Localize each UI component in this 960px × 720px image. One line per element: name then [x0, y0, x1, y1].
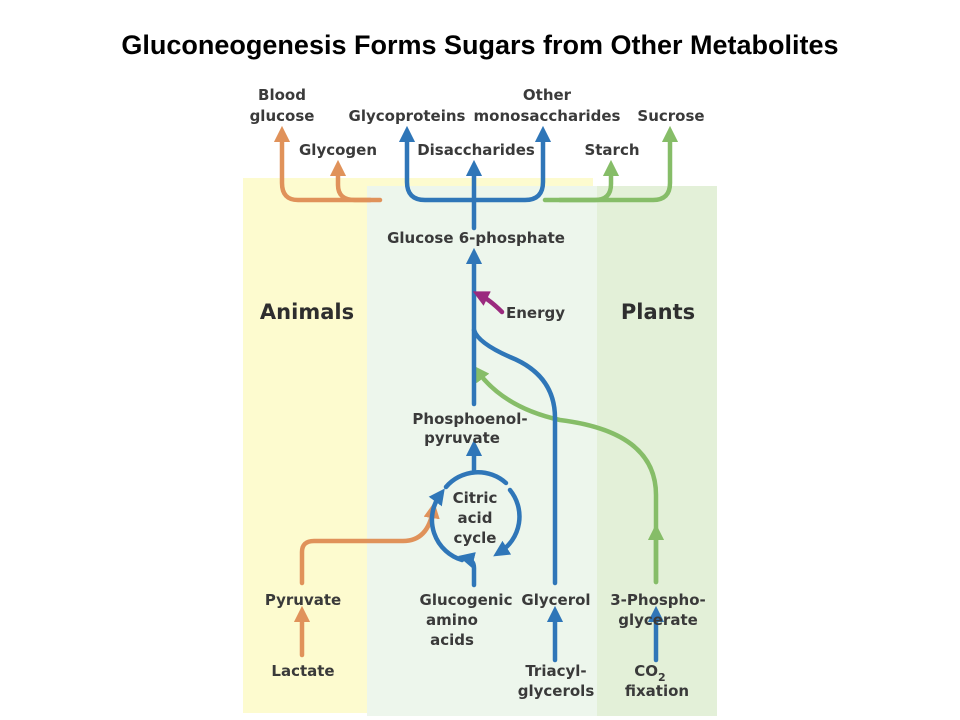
blood-glucose-label-line2: glucose — [250, 107, 315, 125]
other-monosaccharides-label-line1: Other — [523, 86, 572, 104]
co2-label-co: CO — [634, 662, 658, 680]
citric-cycle-label-line1: Citric — [453, 489, 498, 507]
arrow-to-sucrose — [542, 125, 679, 203]
energy-arrow — [472, 291, 505, 315]
glucose-6-phosphate-label: Glucose 6-phosphate — [387, 229, 565, 247]
lactate-label: Lactate — [271, 662, 334, 680]
disaccharides-label: Disaccharides — [417, 141, 535, 159]
three-phosphoglycerate-label-line2: glycerate — [618, 611, 698, 629]
arrow-to-other-monosaccharides — [471, 125, 552, 203]
triacylglycerols-label-line1: Triacyl- — [525, 662, 586, 680]
co2-label: CO2 — [634, 662, 665, 684]
animals-label: Animals — [260, 300, 354, 324]
page-title: Gluconeogenesis Forms Sugars from Other … — [121, 30, 839, 60]
co2-label-subscript: 2 — [658, 671, 666, 684]
arrow-to-starch — [557, 159, 620, 203]
citric-cycle-label-line3: cycle — [454, 529, 497, 547]
glucogenic-amino-acids-label-line3: acids — [430, 631, 474, 649]
three-phosphoglycerate-label-line1: 3-Phospho- — [610, 591, 706, 609]
arrow-pyruvate-to-citric-cycle — [299, 502, 440, 586]
arrow-3pg-to-glucose — [473, 365, 659, 585]
pep-label-line2: pyruvate — [424, 429, 500, 447]
citric-cycle-label-line2: acid — [458, 509, 493, 527]
fixation-label: fixation — [625, 682, 689, 700]
citric-cycle-loop-top — [443, 470, 509, 490]
glycogen-label: Glycogen — [299, 141, 377, 159]
triacylglycerols-label-line2: glycerols — [518, 682, 595, 700]
blood-glucose-label-line1: Blood — [258, 86, 306, 104]
arrow-glycerol-path — [471, 327, 558, 586]
energy-label: Energy — [506, 304, 565, 322]
sucrose-label: Sucrose — [637, 107, 704, 125]
other-monosaccharides-label-line2: monosaccharides — [474, 107, 621, 125]
arrow-to-glycoproteins — [398, 125, 477, 203]
center-region-bg — [367, 186, 597, 716]
citric-cycle-loop-right — [493, 487, 522, 557]
glucogenic-amino-acids-label-line1: Glucogenic — [420, 591, 513, 609]
pep-label-line1: Phosphoenol- — [412, 410, 527, 428]
arrow-to-blood-glucose — [273, 125, 373, 203]
arrow-to-glycogen — [329, 159, 383, 203]
starch-label: Starch — [584, 141, 639, 159]
glycoproteins-label: Glycoproteins — [349, 107, 466, 125]
glycerol-label: Glycerol — [521, 591, 590, 609]
glucogenic-amino-acids-label-line2: amino — [426, 611, 478, 629]
pyruvate-label: Pyruvate — [265, 591, 341, 609]
arrow-amino-acids-to-citric-cycle — [458, 552, 477, 588]
citric-cycle-loop-left — [428, 488, 465, 563]
plants-label: Plants — [621, 300, 695, 324]
